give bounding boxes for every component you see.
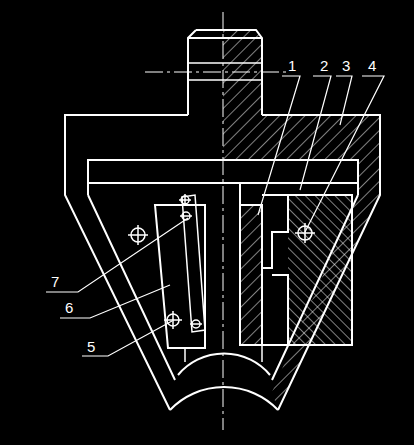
callout-number: 6 <box>64 300 74 315</box>
callout-number: 1 <box>287 58 297 73</box>
callout-number: 4 <box>367 58 377 73</box>
callout-number: 3 <box>341 58 351 73</box>
callout-number: 7 <box>50 274 60 289</box>
callout-number: 2 <box>319 58 329 73</box>
callout-number: 5 <box>86 339 96 354</box>
